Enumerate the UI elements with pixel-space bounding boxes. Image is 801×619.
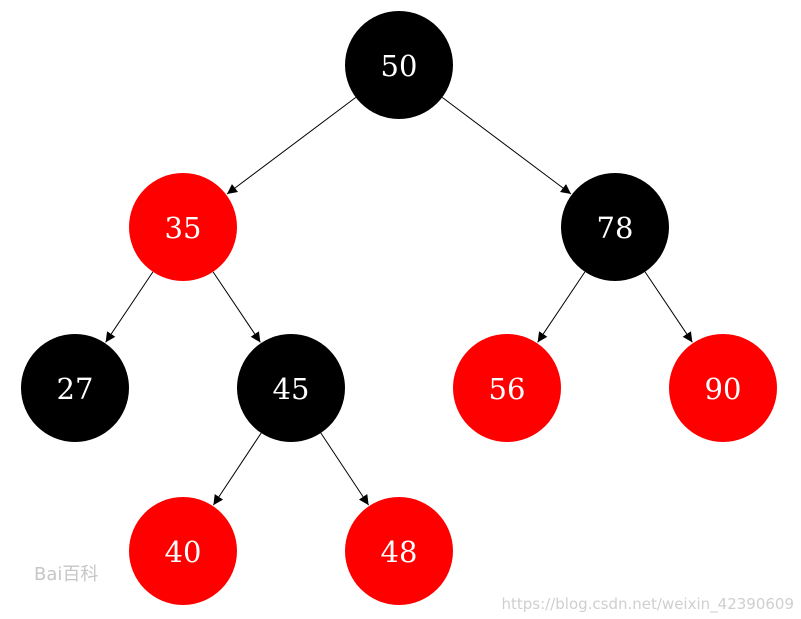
tree-node-48: 48: [345, 497, 453, 605]
tree-node-56: 56: [453, 334, 561, 442]
tree-node-78: 78: [561, 173, 669, 281]
edge-35-45: [212, 271, 261, 343]
edge-45-48: [320, 432, 370, 506]
node-label-40: 40: [165, 535, 202, 569]
node-label-90: 90: [705, 372, 742, 406]
node-circle-35: [129, 173, 237, 281]
edge-78-90: [644, 271, 693, 343]
tree-nodes: 50 35 78 27 45 56 90 40 48: [21, 11, 777, 605]
node-circle-50: [345, 11, 453, 119]
edge-45-40: [212, 432, 262, 506]
node-label-56: 56: [489, 372, 526, 406]
node-circle-48: [345, 497, 453, 605]
tree-edges: [105, 97, 693, 506]
node-circle-27: [21, 334, 129, 442]
edge-50-78: [441, 97, 572, 195]
tree-node-27: 27: [21, 334, 129, 442]
csdn-url-watermark: https://blog.csdn.net/weixin_42390609: [501, 595, 794, 613]
node-label-48: 48: [381, 535, 418, 569]
node-label-35: 35: [165, 211, 202, 245]
node-label-78: 78: [597, 211, 634, 245]
tree-node-40: 40: [129, 497, 237, 605]
tree-node-45: 45: [237, 334, 345, 442]
node-circle-78: [561, 173, 669, 281]
tree-node-50: 50: [345, 11, 453, 119]
tree-node-35: 35: [129, 173, 237, 281]
edge-35-27: [105, 271, 154, 343]
node-circle-40: [129, 497, 237, 605]
edge-78-56: [537, 271, 586, 343]
node-label-27: 27: [57, 372, 94, 406]
node-label-50: 50: [381, 49, 418, 83]
edge-50-35: [226, 97, 357, 195]
node-circle-56: [453, 334, 561, 442]
node-circle-45: [237, 334, 345, 442]
node-circle-90: [669, 334, 777, 442]
tree-node-90: 90: [669, 334, 777, 442]
baidu-baike-watermark-logo: Bai百科: [34, 564, 99, 585]
node-label-45: 45: [273, 372, 310, 406]
